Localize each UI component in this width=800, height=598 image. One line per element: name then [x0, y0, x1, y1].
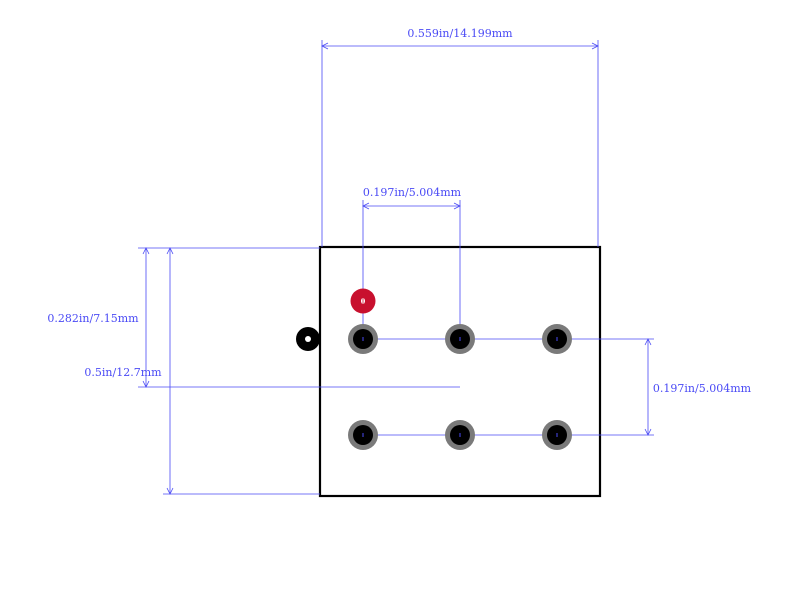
- row-offset-label: 0.282in/7.15mm: [47, 312, 139, 325]
- dimension-labels: 0.559in/14.199mm 0.197in/5.004mm 0.282in…: [47, 27, 751, 395]
- height-total-label: 0.5in/12.7mm: [84, 366, 162, 379]
- pad-centers: [362, 337, 558, 437]
- orientation-dot: [296, 327, 320, 351]
- pin1-marker: [350, 288, 376, 314]
- width-total-label: 0.559in/14.199mm: [407, 27, 513, 40]
- row-pitch-label: 0.197in/5.004mm: [653, 382, 752, 395]
- pin-pitch-label: 0.197in/5.004mm: [363, 186, 462, 199]
- dimension-lines: [138, 40, 654, 495]
